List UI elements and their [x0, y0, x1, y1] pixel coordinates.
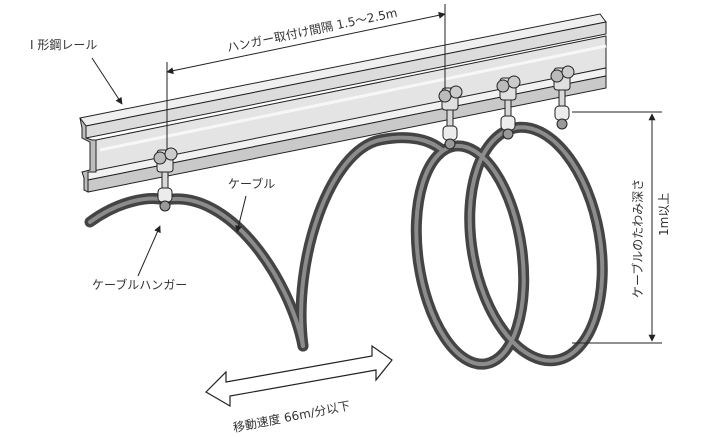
hanger-2 — [438, 85, 463, 150]
speed-label: 移動速度 66m/分以下 — [232, 398, 352, 435]
hanger-3 — [496, 75, 521, 140]
cable-leader-line — [235, 195, 247, 233]
cable-label: ケーブル — [228, 176, 275, 191]
rail-label: I 形鋼レール — [30, 38, 97, 52]
spacing-dimension — [166, 4, 446, 150]
cable-segment-droop — [159, 193, 309, 352]
spacing-dimension-line — [166, 11, 446, 75]
hanger-4 — [550, 65, 575, 130]
sag-value-label: 1m以上 — [657, 193, 671, 236]
hanger-label: ケーブルハンガー — [92, 277, 187, 292]
spacing-label: ハンガー取付け間隔 1.5～2.5m — [226, 6, 399, 55]
sag-label: ケーブルのたわみ深さ — [630, 179, 645, 298]
rail-highlight — [99, 44, 607, 152]
i-beam-rail — [79, 13, 607, 193]
sag-dimension — [572, 111, 662, 344]
hanger-1 — [153, 147, 178, 212]
rail-leader-line — [91, 57, 123, 105]
rail-end-cap — [79, 117, 97, 193]
hanger-leader-line — [137, 225, 161, 277]
travel-direction-arrow — [205, 344, 393, 408]
